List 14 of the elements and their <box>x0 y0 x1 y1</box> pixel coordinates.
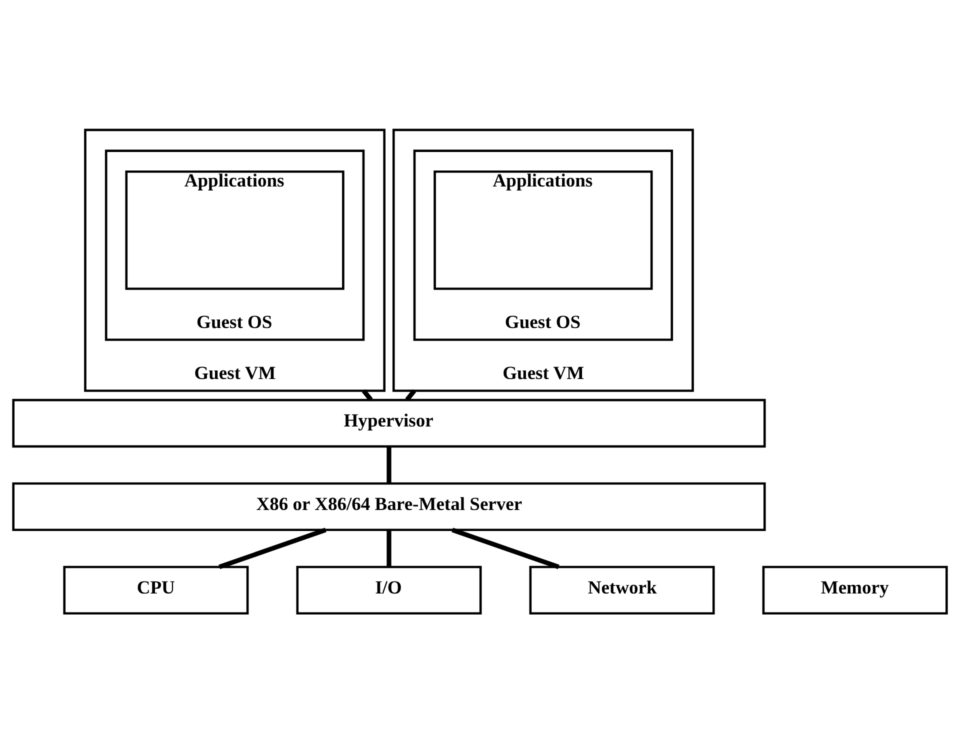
connector <box>386 530 392 566</box>
node-box: Network <box>529 565 715 614</box>
connector <box>362 388 373 401</box>
node-box: Hypervisor <box>12 398 766 448</box>
connector <box>452 527 560 569</box>
node-box: CPU <box>63 565 249 614</box>
node-box: Memory <box>762 565 948 614</box>
node-box: Applications <box>125 170 344 290</box>
connector <box>386 446 392 483</box>
node-box: I/O <box>296 565 482 614</box>
node-box: Applications <box>434 170 653 290</box>
node-box: X86 or X86/64 Bare-Metal Server <box>12 482 766 531</box>
connector <box>218 527 326 569</box>
connector <box>405 388 416 401</box>
